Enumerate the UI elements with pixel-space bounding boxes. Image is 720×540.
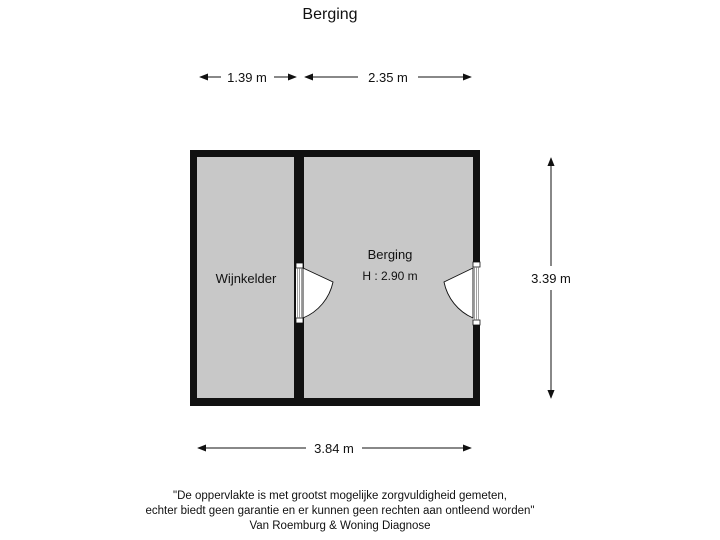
plan-title: Berging <box>302 6 358 23</box>
dimension-top-right: 2.35 m <box>304 70 472 85</box>
door-right <box>443 261 481 326</box>
room-height-berging: H : 2.90 m <box>362 269 417 283</box>
disclaimer-line-1: "De oppervlakte is met grootst mogelijke… <box>173 490 507 502</box>
room-label-wijnkelder: Wijnkelder <box>216 271 277 286</box>
disclaimer-line-2: echter biedt geen garantie en er kunnen … <box>145 505 535 517</box>
dimension-label-top-right: 2.35 m <box>368 70 408 85</box>
dimension-top-left: 1.39 m <box>199 70 297 85</box>
dimension-right: 3.39 m <box>531 157 571 399</box>
room-berging-floor <box>304 157 473 398</box>
disclaimer-line-3: Van Roemburg & Woning Diagnose <box>249 520 431 532</box>
dimension-bottom: 3.84 m <box>197 441 472 456</box>
door-inner <box>295 262 334 324</box>
disclaimer: "De oppervlakte is met grootst mogelijke… <box>0 489 680 534</box>
room-wijnkelder-floor <box>197 157 294 398</box>
dimension-label-right: 3.39 m <box>531 271 571 286</box>
dimension-label-bottom: 3.84 m <box>314 441 354 456</box>
dimension-label-top-left: 1.39 m <box>227 70 267 85</box>
room-label-berging: Berging <box>368 247 413 262</box>
